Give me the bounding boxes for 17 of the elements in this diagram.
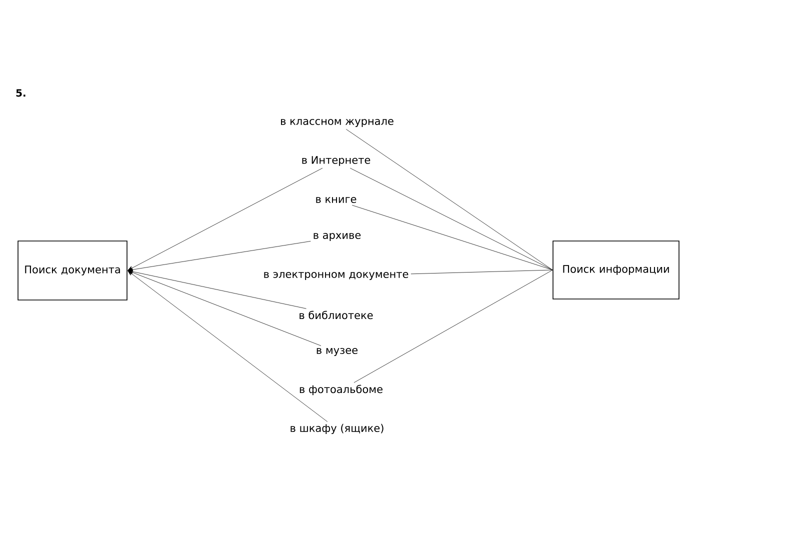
process-box: Поиск документа: [18, 240, 128, 300]
connector-arrow: [128, 270, 328, 422]
connector-arrow: [128, 241, 311, 272]
connector-arrow: [128, 270, 322, 346]
option-label: в шкафу (ящике): [288, 422, 386, 436]
option-label: в фотоальбоме: [296, 382, 386, 398]
option-label: в электронном документе: [261, 270, 411, 282]
option-label: в классном журнале: [278, 116, 396, 130]
option-label: в Интернете: [299, 154, 373, 168]
process-box: Поиск информации: [552, 240, 680, 300]
option-label: в архиве: [310, 230, 364, 244]
connector-arrow: [128, 168, 323, 270]
option-label: в книге: [313, 194, 359, 205]
figure-number: 5.: [16, 89, 26, 97]
option-label: в библиотеке: [296, 308, 376, 322]
connector-arrow: [128, 270, 306, 309]
option-label: в музее: [314, 346, 360, 358]
